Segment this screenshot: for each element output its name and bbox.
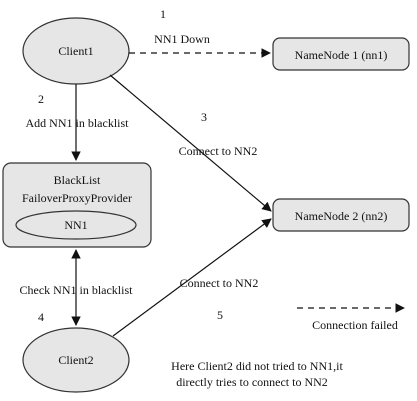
blacklist-title-line1: BlackList [54, 173, 101, 187]
client2-node [22, 327, 130, 393]
step5-number: 5 [217, 308, 223, 322]
step4-label: Check NN1 in blacklist [20, 283, 134, 297]
step2-number: 2 [38, 92, 44, 106]
step1-number: 1 [160, 7, 166, 21]
client1-label: Client1 [58, 44, 93, 58]
edge-client1-nn2 [109, 74, 272, 212]
namenode1-node [272, 37, 410, 71]
step3-label: Connect to NN2 [179, 144, 258, 158]
step3-number: 3 [201, 110, 207, 124]
edge-client2-nn2 [112, 218, 272, 337]
step5-label: Connect to NN2 [180, 276, 259, 290]
step2-label: Add NN1 in blacklist [26, 116, 130, 130]
legend-dashed-label: Connection failed [312, 318, 398, 332]
blacklist-entry-node [15, 210, 137, 240]
namenode2-label: NameNode 2 (nn2) [295, 209, 388, 223]
client2-label: Client2 [58, 353, 93, 367]
step1-label: NN1 Down [154, 32, 210, 46]
blacklist-entry-label: NN1 [64, 218, 87, 232]
client2-note-line2: directly tries to connect to NN2 [176, 375, 328, 389]
step4-number: 4 [38, 310, 44, 324]
blacklist-title-line2: FailoverProxyProvider [22, 191, 132, 205]
namenode1-label: NameNode 1 (nn1) [295, 48, 388, 62]
namenode2-node [272, 198, 410, 232]
client2-note-line1: Here Client2 did not tried to NN1,it [171, 359, 343, 373]
